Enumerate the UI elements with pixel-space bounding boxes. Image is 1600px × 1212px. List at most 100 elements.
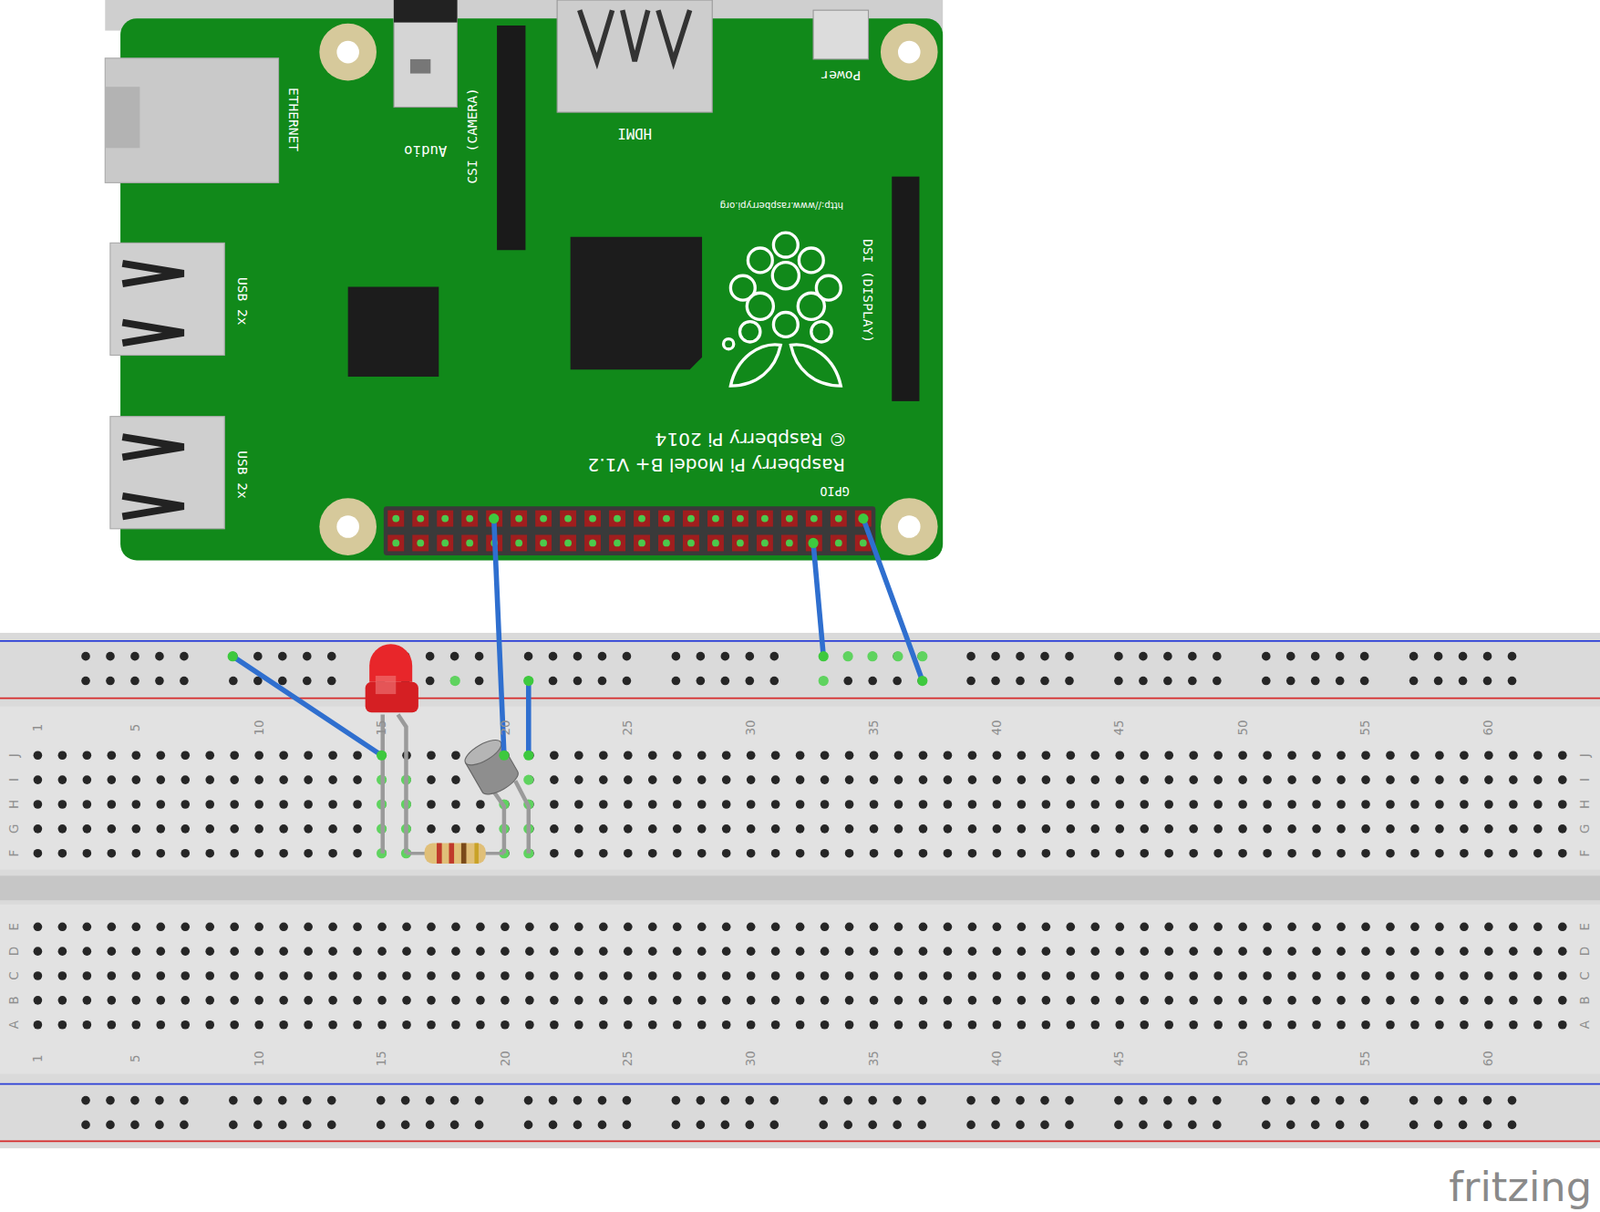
gpio-pin: [682, 510, 700, 527]
hole: [179, 1120, 189, 1130]
hole: [328, 848, 338, 858]
hole: [401, 1095, 411, 1105]
hole: [1360, 1095, 1370, 1105]
hole: [228, 676, 238, 686]
hole: [1508, 1020, 1518, 1030]
hole: [574, 774, 584, 785]
hole: [1409, 676, 1419, 686]
hole: [968, 824, 978, 834]
hole: [1213, 921, 1223, 931]
hole: [672, 799, 682, 809]
hole: [549, 921, 559, 931]
hole: [918, 970, 929, 981]
hole: [1508, 995, 1518, 1005]
hole: [328, 995, 338, 1005]
hole: [107, 1020, 117, 1030]
hole: [82, 774, 93, 785]
hole: [278, 824, 289, 834]
hole: [278, 1095, 288, 1105]
column-number: 50: [1236, 1050, 1249, 1066]
hole: [548, 1120, 558, 1130]
hole: [771, 848, 781, 858]
hole: [1066, 970, 1076, 981]
hole: [1188, 774, 1198, 785]
hole: [1213, 750, 1223, 760]
hole: [623, 970, 633, 981]
hole: [82, 946, 93, 956]
hole: [1188, 824, 1198, 834]
gpio-pin: [559, 534, 577, 551]
hole: [549, 946, 559, 956]
usb-port: [110, 242, 225, 355]
row-letter: F: [8, 849, 21, 857]
rail-line: [0, 1139, 1600, 1142]
hole: [278, 970, 289, 981]
hole: [1114, 921, 1125, 931]
hole: [402, 1020, 412, 1030]
hole: [1434, 921, 1445, 931]
hole: [451, 824, 461, 834]
hole: [598, 995, 609, 1005]
hole: [1409, 1095, 1419, 1105]
hole: [328, 1020, 338, 1030]
hole: [303, 995, 313, 1005]
hole: [1287, 921, 1297, 931]
hole: [180, 1020, 190, 1030]
hole: [352, 921, 362, 931]
hole: [154, 1095, 165, 1105]
hole: [1311, 750, 1322, 760]
hole: [229, 799, 239, 809]
hole: [107, 946, 117, 956]
hole: [968, 921, 978, 931]
hole: [1410, 750, 1420, 760]
hole: [722, 750, 732, 760]
hole: [648, 921, 658, 931]
hole: [1212, 1095, 1222, 1105]
hole: [1238, 970, 1248, 981]
hole: [771, 921, 781, 931]
hole: [613, 539, 621, 548]
hole: [1213, 824, 1223, 834]
hole: [33, 824, 43, 834]
hole: [81, 676, 91, 686]
hole: [58, 799, 68, 809]
hole: [795, 750, 806, 760]
hole: [990, 676, 1001, 686]
hole: [769, 651, 779, 661]
hole: [229, 1020, 239, 1030]
hole: [107, 750, 117, 760]
hole: [229, 750, 239, 760]
hole: [450, 1095, 460, 1105]
hole: [1361, 774, 1371, 785]
hole: [525, 970, 535, 981]
hole: [352, 1020, 362, 1030]
hole: [180, 848, 190, 858]
board-label: Audio: [403, 144, 447, 159]
hole: [1114, 1095, 1124, 1105]
board-label: USB 2x: [236, 277, 250, 326]
hole: [515, 515, 523, 523]
hole: [894, 921, 904, 931]
hole: [1262, 946, 1272, 956]
hole: [835, 539, 843, 548]
hole: [1459, 750, 1469, 760]
hole: [662, 539, 671, 548]
hole: [1187, 1095, 1198, 1105]
hole: [254, 848, 264, 858]
hole: [1410, 946, 1420, 956]
hole: [574, 970, 584, 981]
hole: [352, 946, 362, 956]
gpio-pins: [387, 510, 871, 552]
hole: [1066, 848, 1076, 858]
hole: [696, 1095, 706, 1105]
gpio-pin: [781, 534, 798, 551]
gpio-pin: [781, 510, 798, 527]
hole: [622, 651, 632, 661]
hole: [1064, 1120, 1074, 1130]
hole: [392, 539, 400, 548]
hole: [205, 1020, 215, 1030]
hole: [549, 774, 559, 785]
hole: [771, 970, 781, 981]
hole: [451, 799, 461, 809]
hole: [574, 921, 584, 931]
